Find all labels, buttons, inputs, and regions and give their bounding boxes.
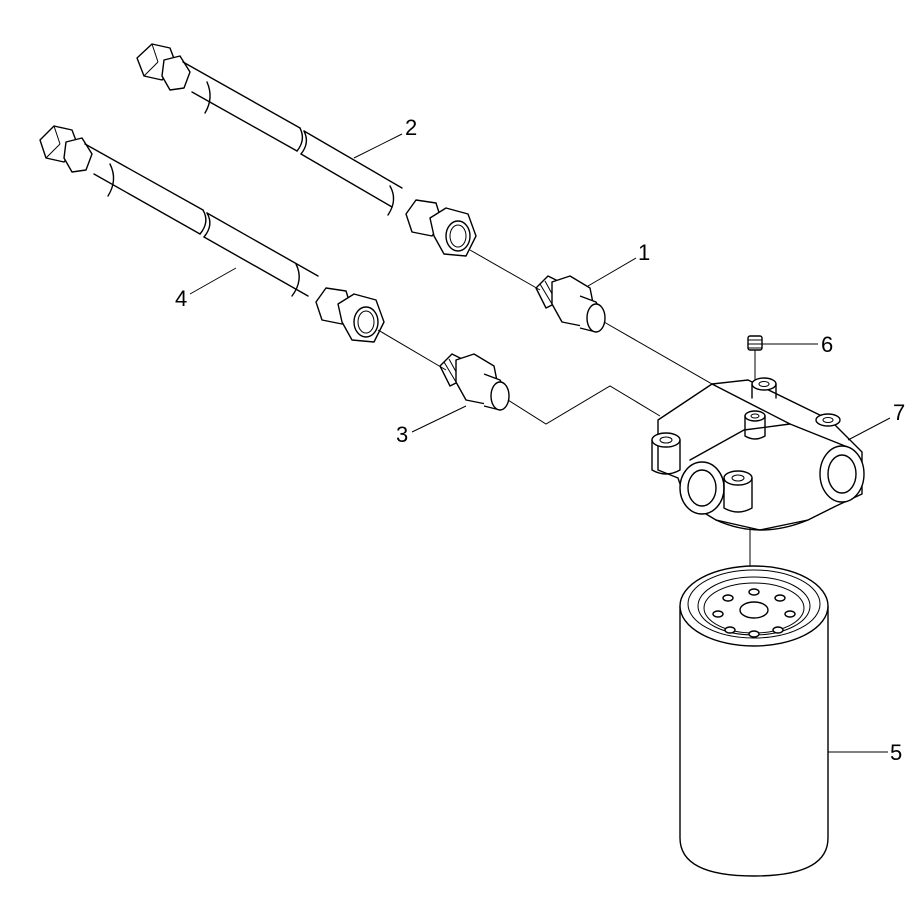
filter-head-boss-left [651,432,681,475]
callout-6: 6 [821,332,833,357]
filter-head-port-left [679,461,725,515]
spin-on-filter-5 [679,565,829,877]
callout-2: 2 [405,115,417,140]
assembly-leader-lines [377,249,756,600]
pipe-plug-6 [747,335,763,351]
filter-inlet-holes [712,588,796,638]
hose-2-body [182,61,403,216]
callout-4: 4 [175,286,187,311]
filter-head-boss-right-rear [815,413,841,427]
hose-2-end-nut [136,43,191,91]
filter-head-center-boss [744,410,766,440]
callout-5: 5 [890,740,902,765]
filter-head-7 [651,377,865,531]
callout-3: 3 [396,422,408,447]
hose-4-body [84,143,319,297]
callout-leaders [189,133,891,753]
hose-assembly-2 [136,43,477,257]
hose-2-fitting-nut [405,199,477,257]
adapter-fitting-3 [439,353,510,411]
adapter-fitting-1 [535,275,606,333]
hose-assembly-4 [39,125,385,343]
filter-head-boss-front [723,470,753,513]
hose-4-fitting-nut [315,287,385,343]
filter-head-boss-rear [751,377,777,399]
hose-4-end-nut [39,125,93,173]
filter-head-port-right [819,445,865,503]
callout-7: 7 [893,400,905,425]
callout-1: 1 [638,240,650,265]
